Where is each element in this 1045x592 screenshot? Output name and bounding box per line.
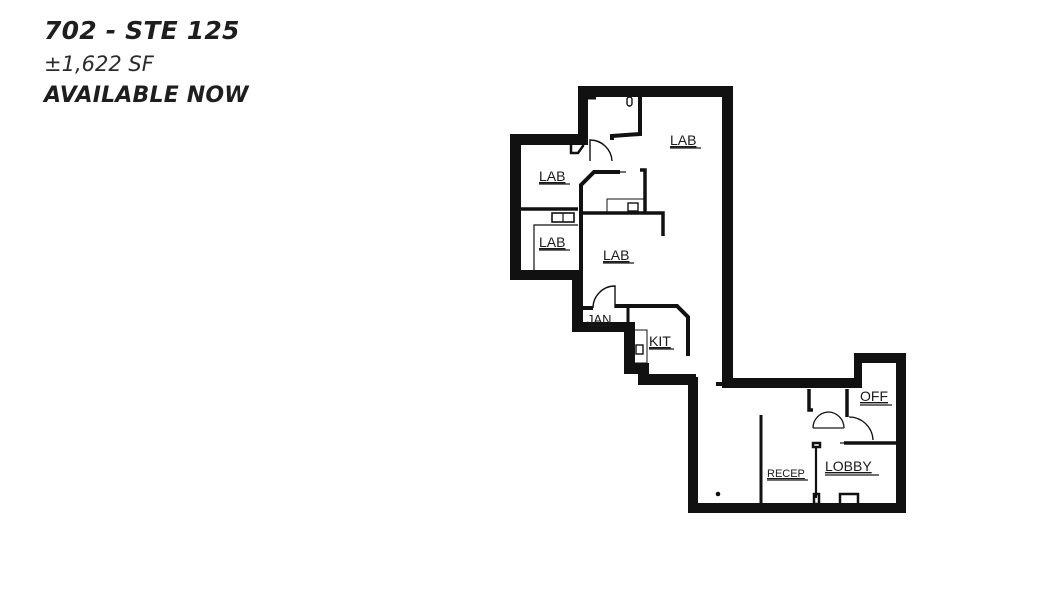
room-label-janitor: JAN	[587, 312, 612, 327]
suite-title: 702 - STE 125	[44, 16, 240, 45]
room-label-reception: RECEP	[767, 468, 805, 480]
exterior-walls	[510, 86, 906, 513]
suite-header: 702 - STE 125 ±1,622 SF AVAILABLE NOW	[44, 14, 249, 112]
room-labels: LAB LAB LAB LAB JAN KIT OFF RECEP LOBBY	[539, 132, 892, 481]
room-label-lab-upper-left: LAB	[539, 168, 565, 184]
room-label-lab-main: LAB	[670, 132, 696, 148]
room-label-lab-center: LAB	[603, 247, 629, 263]
room-label-office: OFF	[860, 388, 888, 404]
column-dot	[715, 491, 721, 497]
room-label-lobby: LOBBY	[825, 458, 872, 474]
room-label-lab-lower-left: LAB	[539, 234, 565, 250]
availability-status: AVAILABLE NOW	[44, 83, 249, 108]
interior-walls	[521, 96, 896, 506]
room-label-kitchen: KIT	[649, 333, 671, 349]
suite-area: ±1,622 SF	[44, 52, 154, 76]
fixtures	[715, 491, 721, 497]
